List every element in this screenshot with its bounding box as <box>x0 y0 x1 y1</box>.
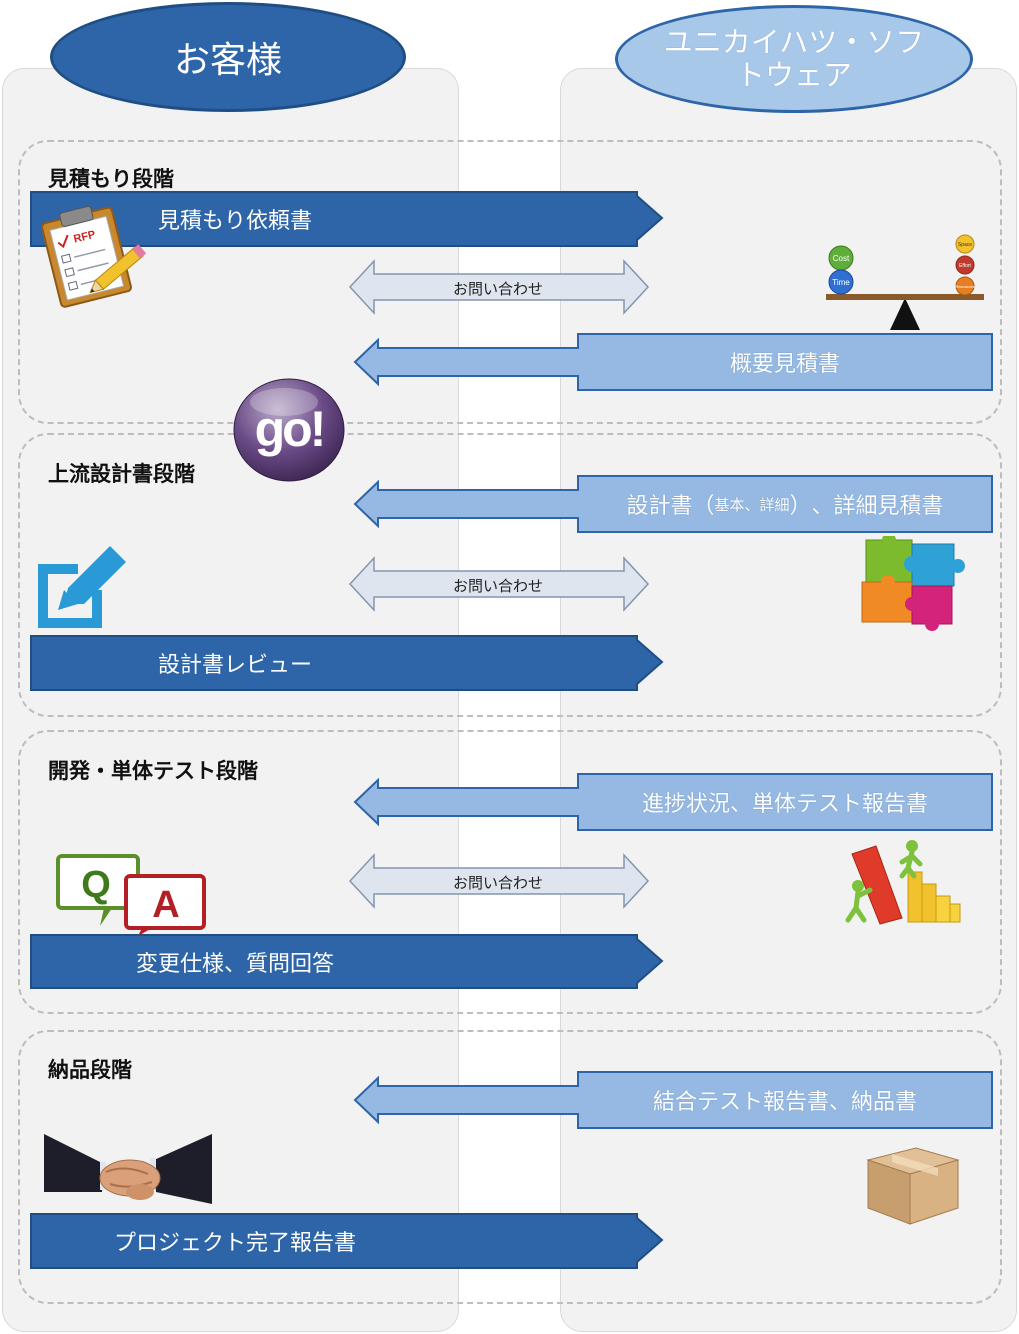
go-badge-icon: go! <box>233 378 345 482</box>
scale-right-label-0: Space <box>958 242 972 248</box>
vendor-header: ユニカイハツ・ソフトウェア <box>615 5 973 113</box>
label-design-docs-note: 基本、詳細 <box>714 495 790 514</box>
arrow-completion-report <box>30 1213 664 1269</box>
go-text: go! <box>255 401 324 457</box>
cardboard-box-icon <box>866 1147 960 1225</box>
phase-title-estimate: 見積もり段階 <box>48 167 174 191</box>
arrow-rfp <box>30 191 664 247</box>
label-delivery-docs: 結合テスト報告書、納品書 <box>652 1090 917 1115</box>
scale-left-label-0: Cost <box>833 254 850 263</box>
phase-box-estimate <box>18 140 1002 424</box>
scale-right-label-2: Resources <box>955 284 974 289</box>
rfp-text: RFP <box>72 229 96 246</box>
label-progress-report: 進捗状況、単体テスト報告書 <box>641 792 928 817</box>
phase-box-design <box>18 433 1002 717</box>
arrow-design-docs <box>353 475 993 533</box>
phase-box-development <box>18 730 1002 1014</box>
label-summary-estimate: 概要見積書 <box>729 352 840 377</box>
label-design-review: 設計書レビュー <box>157 653 312 678</box>
arrow-progress-report <box>353 773 993 831</box>
arrow-spec-changes <box>30 934 664 989</box>
customer-header: お客様 <box>50 2 406 112</box>
label-spec-changes: 変更仕様、質問回答 <box>135 952 334 977</box>
inquiry-arrow-design <box>348 556 650 612</box>
balance-scale-icon: Cost Time Space Effort Resources <box>826 234 984 330</box>
edit-pencil-icon <box>38 546 126 628</box>
puzzle-icon <box>861 536 965 631</box>
bar-chart-figures-icon <box>845 840 961 925</box>
phase-title-design: 上流設計書段階 <box>48 462 195 486</box>
qa-q-text: Q <box>81 864 111 906</box>
arrow-design-review <box>30 635 664 691</box>
inquiry-label-estimate: お問い合わせ <box>452 280 543 298</box>
arrow-delivery-docs <box>353 1071 993 1129</box>
label-design-docs-paren-open: （ <box>692 494 715 519</box>
label-design-docs-main: 設計書 <box>626 494 693 519</box>
phase-title-development: 開発・単体テスト段階 <box>48 759 258 783</box>
qa-bubbles-icon: Q A <box>56 854 206 936</box>
inquiry-arrow-development <box>348 853 650 909</box>
scale-left-label-1: Time <box>832 278 850 287</box>
vendor-header-label: ユニカイハツ・ソフトウェア <box>663 25 925 92</box>
scale-right-label-1: Effort <box>959 263 971 269</box>
handshake-icon <box>44 1134 212 1204</box>
label-rfp: 見積もり依頼書 <box>157 209 312 234</box>
label-completion-report: プロジェクト完了報告書 <box>113 1231 356 1256</box>
label-design-docs: 設計書（基本、詳細）、詳細見積書 <box>580 478 990 530</box>
phase-title-delivery: 納品段階 <box>48 1058 132 1082</box>
label-design-docs-rest: 、詳細見積書 <box>811 494 944 519</box>
clipboard-pencil-icon: RFP <box>41 205 147 308</box>
qa-a-text: A <box>152 884 179 926</box>
label-design-docs-paren-close: ） <box>789 494 812 519</box>
arrow-summary-estimate <box>353 333 993 391</box>
phase-box-delivery <box>18 1030 1002 1304</box>
inquiry-arrow-estimate <box>348 259 650 315</box>
inquiry-label-development: お問い合わせ <box>452 874 543 892</box>
customer-header-label: お客様 <box>173 40 282 81</box>
inquiry-label-design: お問い合わせ <box>452 577 543 595</box>
